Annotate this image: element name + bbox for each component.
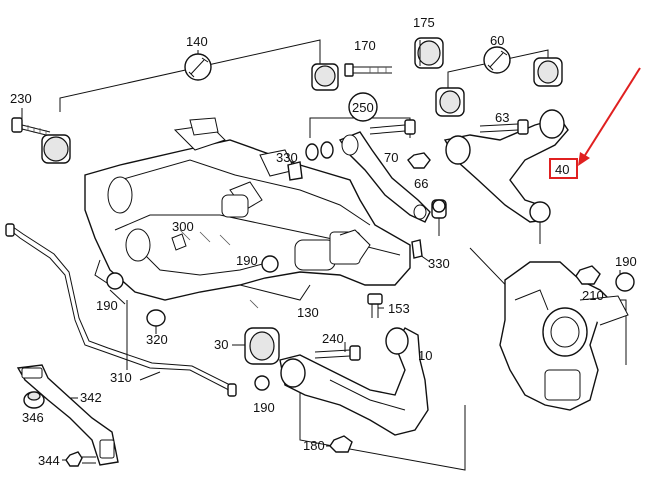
label-40: 40 — [555, 162, 569, 177]
label-190-right: 190 — [615, 254, 637, 269]
label-250: 250 — [352, 100, 374, 115]
highlight-arrow — [581, 67, 641, 161]
highlight-arrowhead — [578, 152, 590, 166]
nut-180 — [329, 435, 353, 453]
label-190-left: 190 — [96, 298, 118, 313]
label-63: 63 — [495, 110, 509, 125]
subframe — [84, 117, 411, 309]
label-342: 342 — [80, 390, 102, 405]
washer-190-right — [615, 272, 635, 292]
bolt-230 — [11, 117, 51, 137]
bushing-140 — [311, 63, 339, 91]
label-130: 130 — [297, 305, 319, 320]
bracket-330-right — [411, 239, 423, 259]
label-210: 210 — [582, 288, 604, 303]
label-175: 175 — [413, 15, 435, 30]
bushings-60 — [435, 57, 563, 117]
label-330-right: 330 — [428, 256, 450, 271]
label-190-bottom: 190 — [253, 400, 275, 415]
bolt-170 — [344, 63, 392, 77]
wrench-icon — [184, 53, 212, 81]
label-300: 300 — [172, 219, 194, 234]
highlight-annotation — [549, 67, 641, 179]
part-250 — [305, 92, 416, 161]
bolt-63 — [479, 119, 529, 135]
wheel-carrier — [499, 261, 629, 411]
stabilizer-bar — [5, 223, 237, 397]
plug-320 — [146, 309, 166, 327]
bolt-240 — [314, 345, 361, 361]
clip-300 — [171, 233, 187, 251]
label-230: 230 — [10, 91, 32, 106]
label-153: 153 — [388, 301, 410, 316]
ball-joint — [431, 199, 447, 236]
washer-190-middle — [261, 255, 279, 273]
label-60: 60 — [490, 33, 504, 48]
bushing-175 — [414, 37, 444, 69]
label-344: 344 — [38, 453, 60, 468]
label-10: 10 — [418, 348, 432, 363]
nut-330-top — [287, 161, 303, 181]
lower-control-arm — [279, 327, 429, 436]
wrench-icon-60 — [483, 46, 511, 74]
washer-190-left — [106, 272, 124, 290]
label-240: 240 — [322, 331, 344, 346]
bushing-30 — [244, 327, 280, 365]
label-140: 140 — [186, 34, 208, 49]
nut-66 — [407, 152, 431, 169]
nut-346 — [23, 391, 45, 409]
label-190-middle: 190 — [236, 253, 258, 268]
label-30: 30 — [214, 337, 228, 352]
tie-rod-70 — [338, 131, 431, 223]
label-70: 70 — [384, 150, 398, 165]
bracket-342 — [16, 364, 119, 466]
label-320: 320 — [146, 332, 168, 347]
label-310: 310 — [110, 370, 132, 385]
label-170: 170 — [354, 38, 376, 53]
callout-labels: 140 175 170 60 230 250 63 330 70 40 66 3… — [10, 15, 637, 468]
bushing-left — [41, 134, 71, 164]
label-330-top: 330 — [276, 150, 298, 165]
washer-190-bottom — [254, 375, 270, 391]
bolt-344 — [65, 451, 96, 467]
bolt-153 — [367, 293, 383, 318]
nut-210 — [575, 265, 601, 285]
highlight-box — [549, 158, 578, 179]
label-346: 346 — [22, 410, 44, 425]
label-66: 66 — [414, 176, 428, 191]
label-180: 180 — [303, 438, 325, 453]
